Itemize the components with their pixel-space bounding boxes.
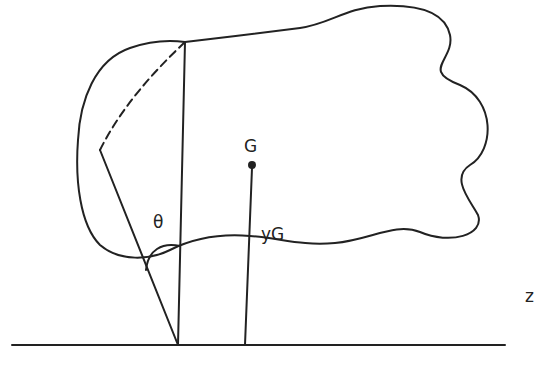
vertical-line	[178, 42, 185, 345]
body-outline	[77, 6, 487, 258]
text-label: yG	[261, 226, 284, 243]
centre-point	[249, 162, 255, 168]
text-label: G	[244, 138, 257, 155]
ground-line	[12, 344, 505, 346]
waterline-curve	[100, 42, 185, 150]
height-line	[245, 168, 252, 345]
inclined-line	[100, 150, 178, 345]
text-label: θ	[153, 214, 163, 231]
text-label: z	[525, 288, 534, 305]
angle-arc	[146, 245, 180, 270]
